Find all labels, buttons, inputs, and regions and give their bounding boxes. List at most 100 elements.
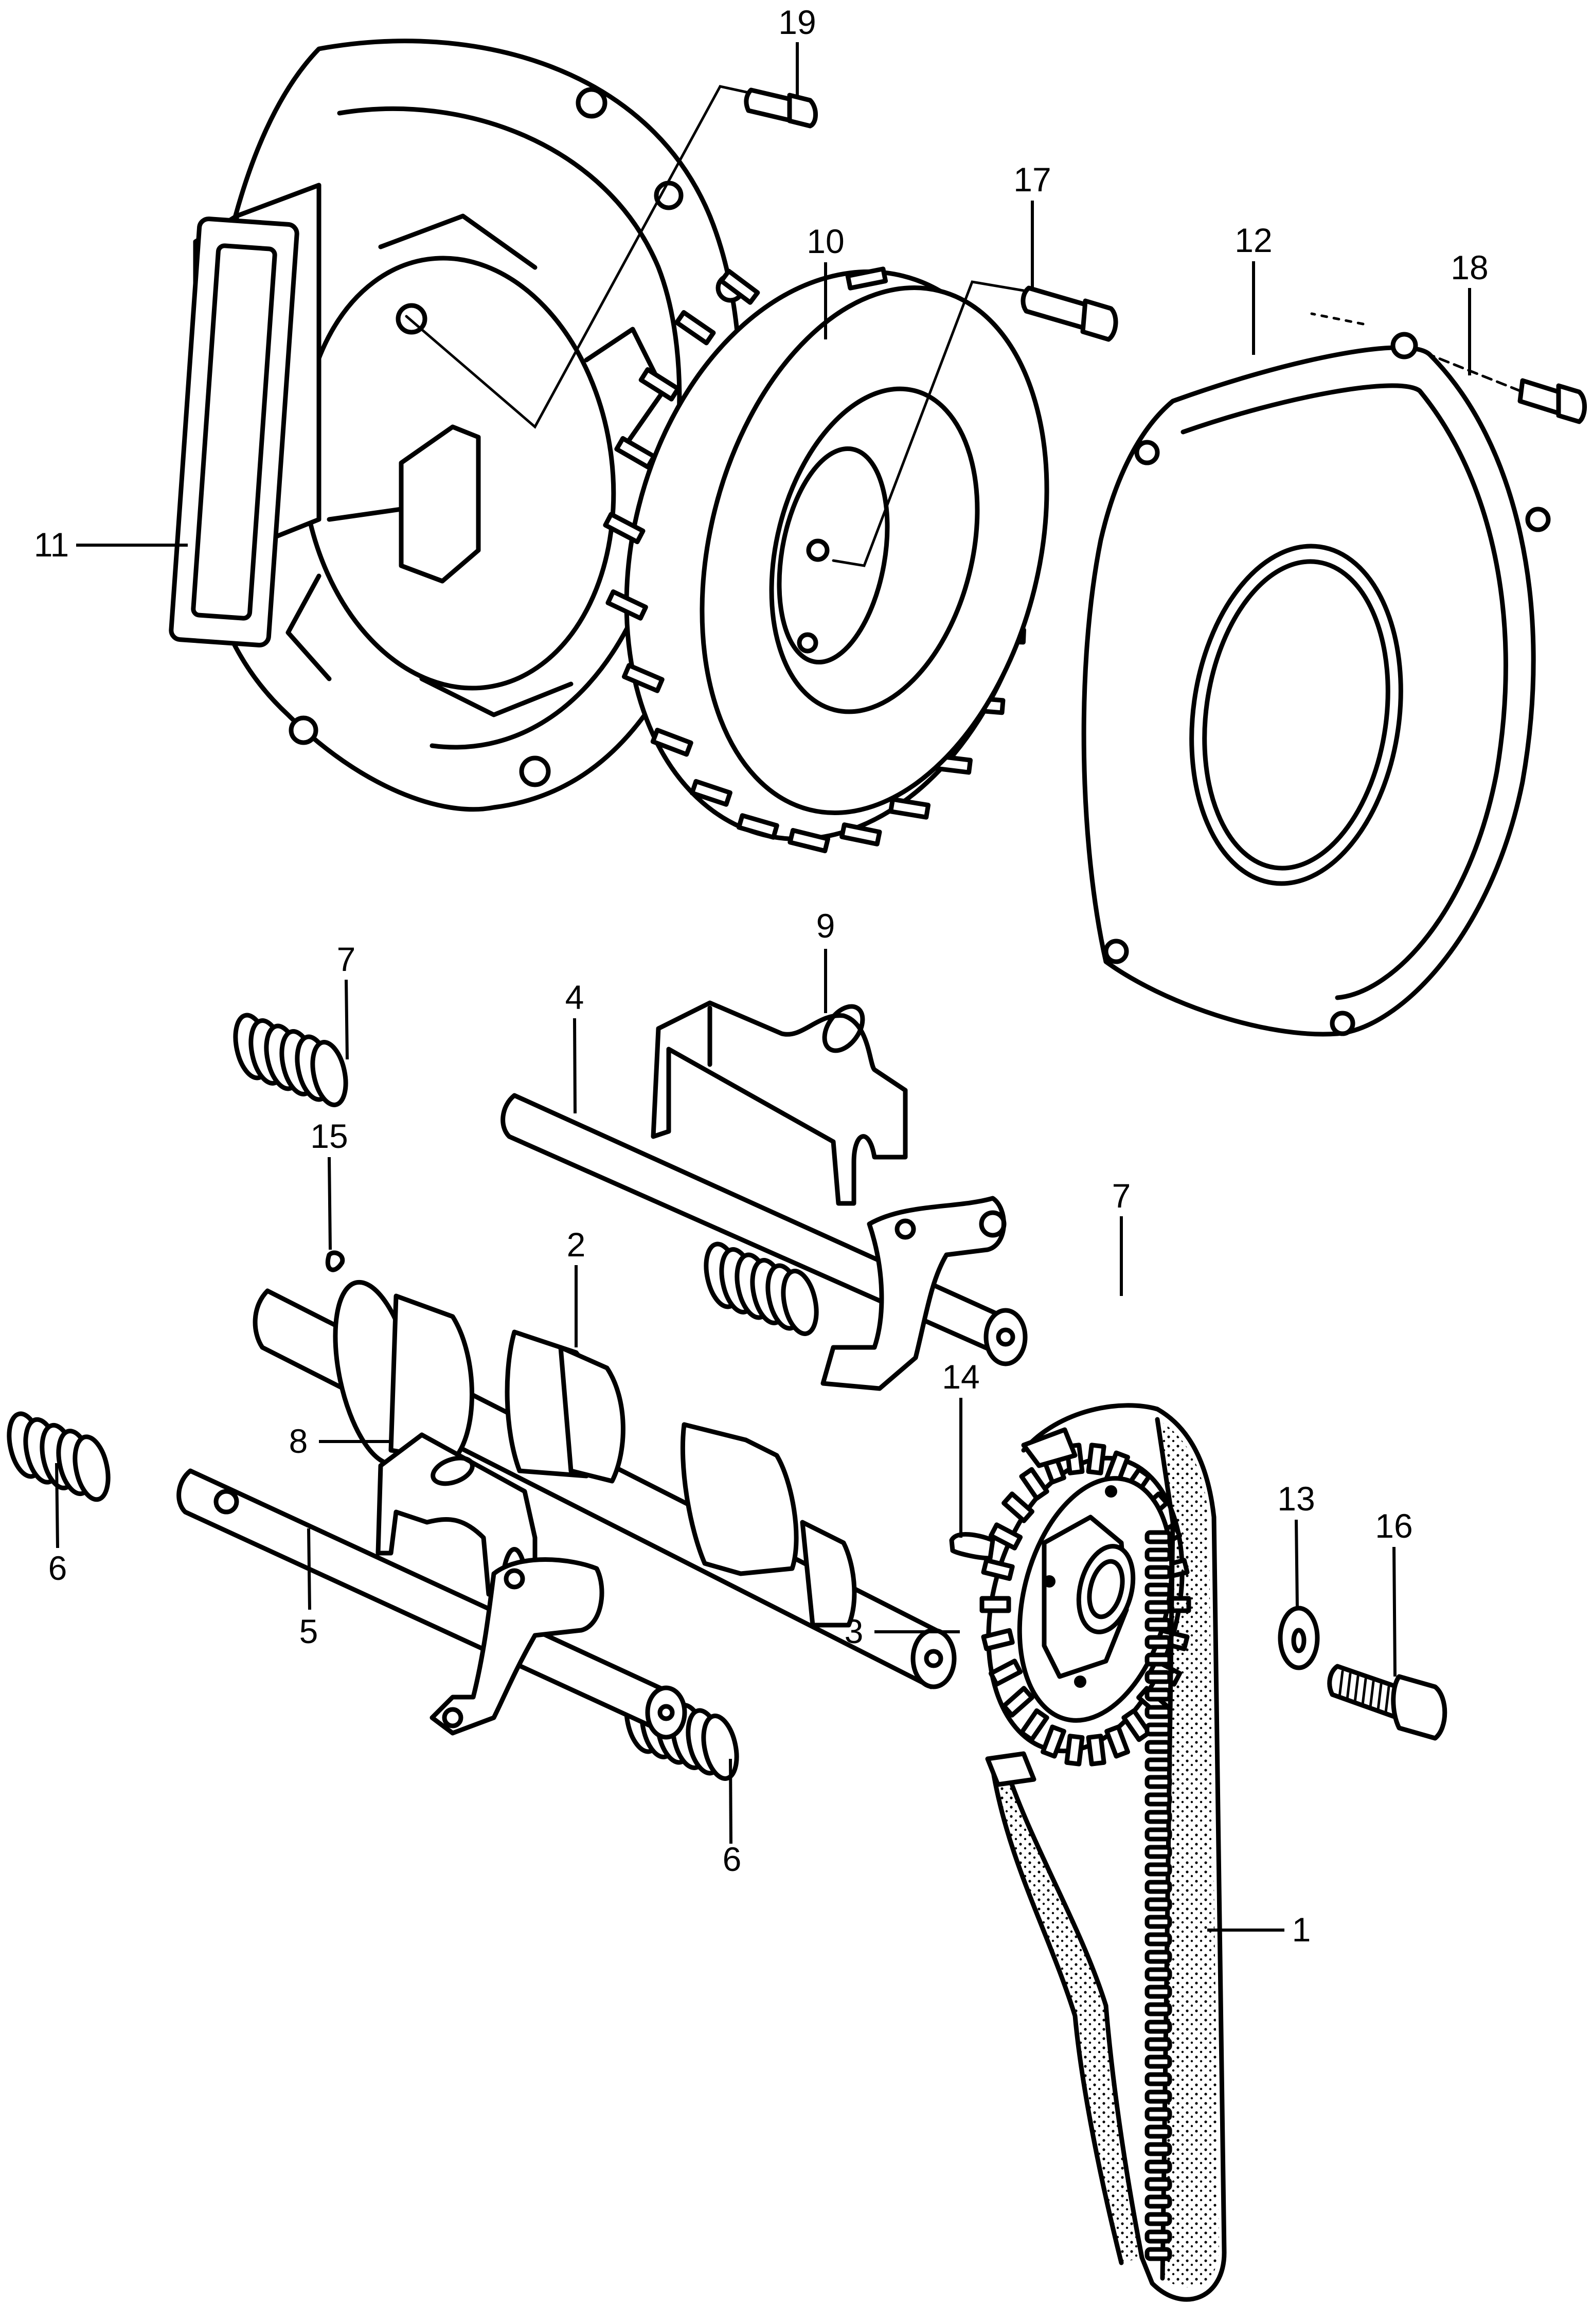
timing-belt xyxy=(985,1403,1227,2302)
callout-7-upper[interactable]: 7 xyxy=(337,940,356,1060)
pulley-tooth xyxy=(1104,1724,1130,1759)
callout-10[interactable]: 10 xyxy=(807,222,845,339)
bolt-thread xyxy=(1338,1670,1344,1699)
belt-tooth xyxy=(1144,1845,1172,1859)
fan-fin xyxy=(888,797,931,820)
belt-tooth xyxy=(1144,1932,1172,1947)
fan-fin xyxy=(674,310,716,346)
callout-label: 7 xyxy=(337,940,356,978)
pulley-tooth xyxy=(988,1659,1023,1687)
bolt-thread xyxy=(1353,1675,1360,1704)
callout-15[interactable]: 15 xyxy=(310,1117,348,1250)
spring-coil xyxy=(701,1714,739,1781)
callout-3[interactable]: 3 xyxy=(845,1612,960,1650)
spring-lower-1 xyxy=(7,1411,111,1502)
callout-label: 7 xyxy=(1112,1177,1131,1215)
belt-tooth xyxy=(1144,1775,1172,1789)
callout-label: 12 xyxy=(1235,221,1272,259)
pulley-tooth xyxy=(1086,1443,1106,1475)
callout-4[interactable]: 4 xyxy=(565,978,584,1114)
belt-tooth xyxy=(1144,1617,1172,1632)
belt-tooth xyxy=(1144,2124,1172,2139)
fan-fin xyxy=(839,822,882,846)
fan-bolt xyxy=(832,280,1118,567)
belt-tooth xyxy=(1144,2072,1172,2086)
woodruff-key xyxy=(949,1532,995,1561)
washer xyxy=(1278,1606,1320,1670)
belt-tooth xyxy=(1144,2089,1172,2104)
callout-16[interactable]: 16 xyxy=(1375,1507,1413,1677)
belt-tooth xyxy=(1144,1880,1172,1894)
belt-tooth xyxy=(1144,2020,1172,2034)
rocker-shaft-lower xyxy=(176,1468,687,1740)
callout-6-right[interactable]: 6 xyxy=(723,1758,742,1878)
pulley-tooth xyxy=(1086,1734,1106,1767)
fan-fin xyxy=(603,512,646,545)
pulley-tooth xyxy=(988,1522,1023,1551)
bolt-thread xyxy=(1384,1685,1390,1714)
callout-label: 6 xyxy=(48,1549,67,1587)
callout-label: 18 xyxy=(1451,248,1488,286)
callout-11[interactable]: 11 xyxy=(34,526,188,564)
bolt-thread xyxy=(1346,1672,1352,1701)
belt-tooth xyxy=(1144,1950,1172,1964)
callout-2[interactable]: 2 xyxy=(567,1226,586,1347)
callout-label: 3 xyxy=(845,1612,864,1650)
bolt-thread xyxy=(1361,1678,1367,1706)
callout-1[interactable]: 1 xyxy=(1207,1911,1311,1949)
callout-7-lower[interactable]: 7 xyxy=(1112,1177,1131,1296)
pulley-tooth xyxy=(1041,1724,1066,1759)
callout-label: 8 xyxy=(289,1422,308,1460)
belt-tooth xyxy=(1144,1827,1172,1842)
flange-bolt xyxy=(1327,1664,1447,1741)
pulley-tooth xyxy=(1019,1708,1049,1742)
fan-fin xyxy=(845,266,888,291)
belt-tooth xyxy=(1144,2229,1172,2244)
fan-fin xyxy=(605,589,648,621)
belt-tooth xyxy=(1144,2194,1172,2209)
callout-label: 5 xyxy=(299,1612,318,1650)
cover-bolt xyxy=(1310,312,1587,424)
pulley-tooth xyxy=(1019,1467,1049,1501)
fan-fin xyxy=(736,813,779,840)
callout-8[interactable]: 8 xyxy=(289,1422,391,1460)
callout-17[interactable]: 17 xyxy=(1013,160,1051,288)
belt-tooth xyxy=(1144,1530,1172,1544)
pulley-tooth xyxy=(1001,1491,1034,1523)
belt-tooth xyxy=(1144,1810,1172,1824)
callout-12[interactable]: 12 xyxy=(1235,221,1273,355)
belt-tooth xyxy=(1144,1705,1172,1719)
callout-5[interactable]: 5 xyxy=(299,1528,318,1650)
callout-label: 13 xyxy=(1277,1480,1315,1518)
belt-tooth xyxy=(1144,1897,1172,1912)
callout-18[interactable]: 18 xyxy=(1451,248,1489,375)
belt-tooth xyxy=(1144,1565,1172,1579)
fan-fin xyxy=(638,367,681,402)
fan-fin xyxy=(788,828,831,854)
belt-tooth xyxy=(1144,2159,1172,2174)
callout-14[interactable]: 14 xyxy=(942,1358,980,1538)
spring-coil xyxy=(73,1434,111,1502)
callout-9[interactable]: 9 xyxy=(816,907,835,1013)
camshaft-pulley xyxy=(979,1443,1191,1767)
pulley-tooth xyxy=(1064,1734,1085,1767)
callout-6-left[interactable]: 6 xyxy=(48,1463,67,1587)
belt-tooth xyxy=(1144,1635,1172,1649)
spring-coil xyxy=(781,1269,819,1336)
callout-19[interactable]: 19 xyxy=(778,3,816,95)
belt-tooth xyxy=(1144,1600,1172,1614)
bolt-thread xyxy=(1376,1683,1383,1712)
callout-13[interactable]: 13 xyxy=(1277,1480,1315,1608)
callout-label: 10 xyxy=(807,222,844,260)
belt-tooth xyxy=(1144,1687,1172,1702)
holder-upper xyxy=(651,1000,908,1206)
spring-upper-1 xyxy=(233,1013,348,1107)
callout-label: 4 xyxy=(565,978,584,1016)
pin xyxy=(325,1250,345,1272)
belt-tooth xyxy=(1144,2247,1172,2261)
fan-housing xyxy=(169,39,745,812)
belt-tooth xyxy=(1144,2212,1172,2226)
belt-tooth xyxy=(1144,2055,1172,2069)
rocker-shaft-upper xyxy=(500,1093,1028,1391)
belt-tooth xyxy=(1144,2037,1172,2051)
